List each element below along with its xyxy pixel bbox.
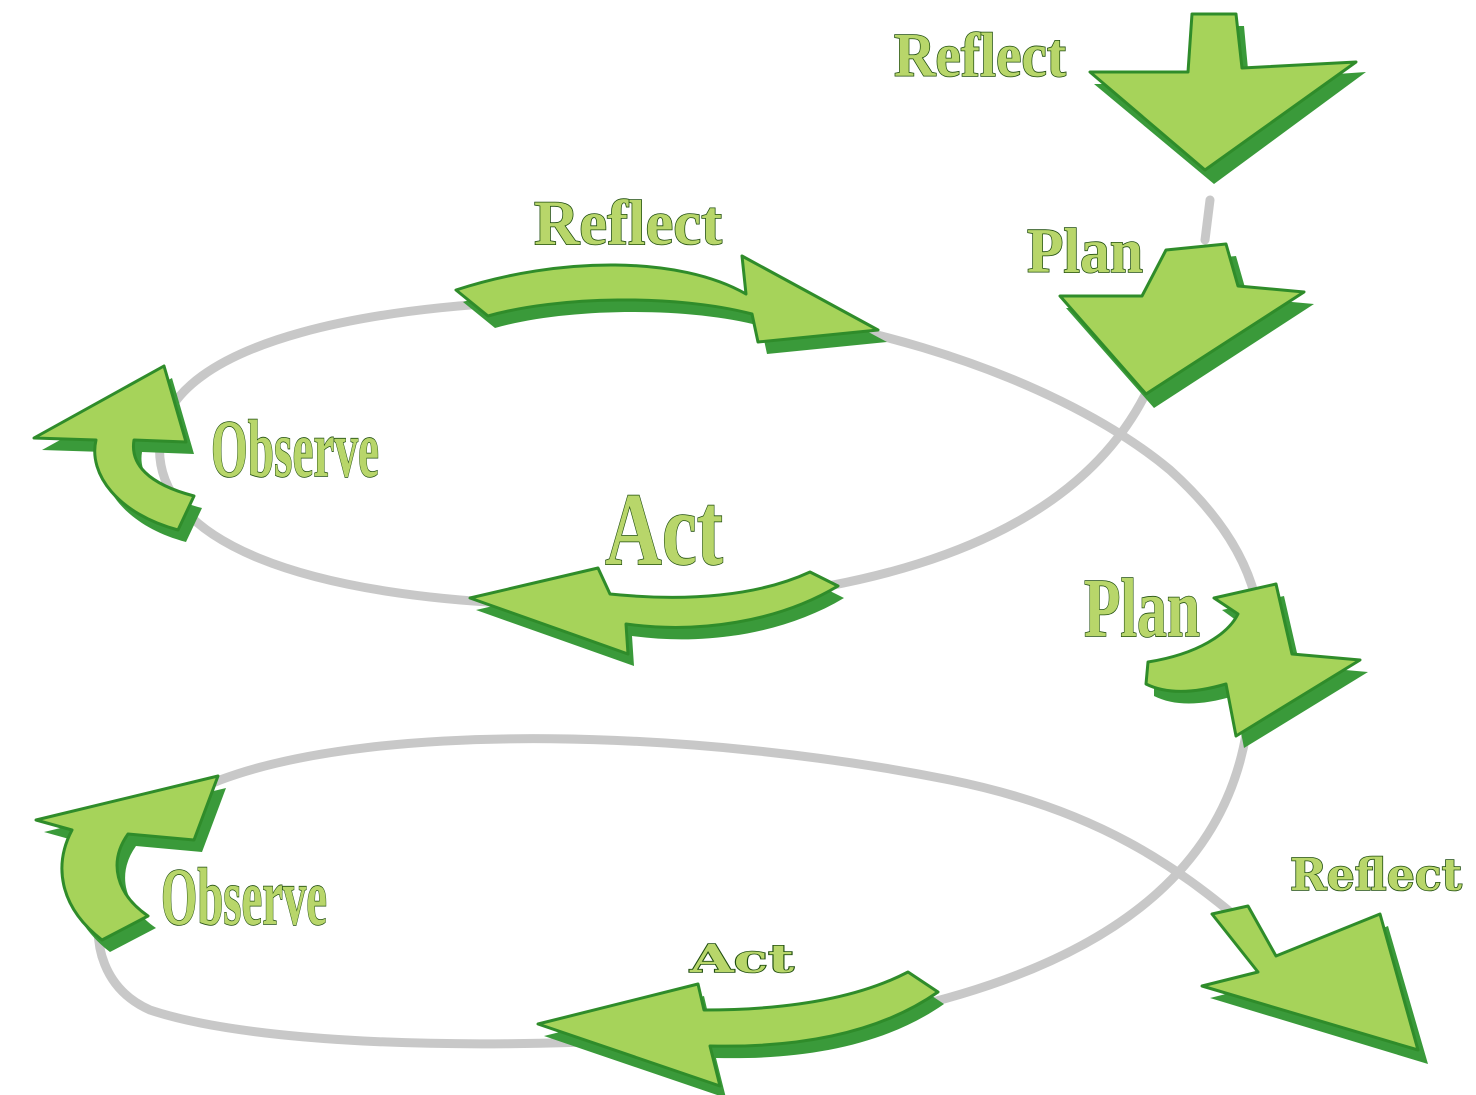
plan-arrow-lower: [1144, 582, 1368, 748]
observe-arrow-upper: [32, 364, 202, 542]
reflect-arrow-final: [1200, 904, 1428, 1064]
act-arrow-upper: [468, 566, 844, 666]
act-arrow-lower: [536, 970, 944, 1095]
cycle-two-act-label: Act: [689, 936, 795, 981]
cycle-two-plan-label: Plan: [1084, 562, 1200, 655]
cycle-two-reflect-label: Reflect: [1290, 850, 1463, 901]
cycle-one-reflect-label: Reflect: [534, 187, 723, 258]
cycle-one-plan-label: Plan: [1027, 215, 1143, 286]
cycle-one-act-label: Act: [605, 472, 723, 587]
cycle-two-observe-label: Observe: [161, 851, 327, 942]
reflect-arrow-upper: [454, 254, 887, 354]
cycle-one-observe-label: Observe: [211, 403, 379, 494]
top-reflect-label: Reflect: [894, 22, 1066, 90]
plan-arrow-upper: [1058, 242, 1314, 408]
top-down-arrow: [1088, 12, 1366, 184]
observe-arrow-lower: [34, 774, 226, 952]
